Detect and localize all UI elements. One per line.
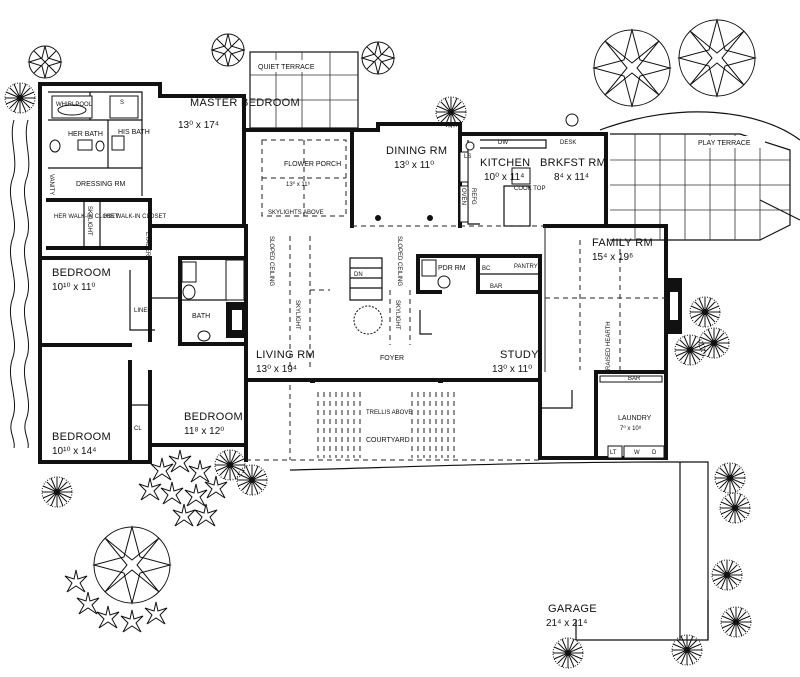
dashed-lines — [246, 139, 666, 461]
trellis-label: TRELLIS ABOVE — [366, 410, 412, 416]
d-label: D — [652, 450, 657, 456]
pdr-rm-label: PDR RM — [438, 265, 466, 272]
cook-top-label: COOK TOP — [514, 186, 545, 192]
bedroom-2-label: BEDROOM — [52, 431, 111, 443]
room-labels: QUIET TERRACE MASTER BEDROOM 13⁰ x 17⁴ W… — [48, 64, 751, 629]
his-bath-label: HIS BATH — [118, 129, 150, 136]
brkfst-rm-dim: 8⁴ x 11⁴ — [554, 172, 589, 183]
bedroom-2-dim: 10¹⁰ x 14⁴ — [52, 446, 96, 457]
landscaping — [4, 19, 800, 669]
dressing-rm-label: DRESSING RM — [76, 181, 126, 188]
skylight-right: SKYLIGHT — [394, 300, 400, 330]
bedroom-1-label: BEDROOM — [52, 267, 111, 279]
play-terrace — [610, 133, 791, 241]
kitchen-dim: 10⁰ x 11⁴ — [484, 172, 524, 183]
etagere-label: ETAGERE — [144, 232, 150, 260]
refg-label: REFG — [470, 188, 476, 205]
courtyard-label: COURTYARD — [366, 437, 410, 444]
sloped-ceiling-left: SLOPED CEILING — [268, 236, 274, 286]
dining-rm-dim: 13⁰ x 11⁰ — [394, 160, 434, 171]
quiet-terrace-label: QUIET TERRACE — [258, 64, 315, 71]
fixtures — [49, 95, 682, 459]
whirlpool-label: WHIRLPOOL — [56, 102, 93, 108]
family-rm-label: FAMILY RM — [592, 237, 653, 249]
closet-skylight-label: SKYLIGHT — [86, 206, 92, 236]
trellis — [317, 392, 455, 458]
raised-hearth-label: RAISED HEARTH — [606, 321, 612, 370]
master-bedroom-dim: 13⁰ x 17⁴ — [178, 120, 219, 131]
pantry-label: PANTRY — [514, 264, 538, 270]
family-rm-dim: 15⁴ x 19⁶ — [592, 252, 633, 263]
master-bedroom-label: MASTER BEDROOM — [190, 97, 300, 109]
lt-label: LT — [610, 450, 617, 456]
vanity-label: VANITY — [48, 174, 54, 195]
her-closet-label: HER WALK-IN CLOSET — [54, 214, 119, 220]
dining-rm-label: DINING RM — [386, 145, 447, 157]
bedroom-1-dim: 10¹⁰ x 11⁰ — [52, 282, 95, 293]
study-label: STUDY — [500, 349, 539, 361]
her-bath-label: HER BATH — [68, 131, 103, 138]
garage-dim: 21⁴ x 21⁴ — [546, 618, 587, 629]
foyer-label: FOYER — [380, 355, 404, 362]
play-terrace-label: PLAY TERRACE — [698, 140, 751, 147]
brkfst-rm-label: BRKFST RM — [540, 157, 606, 169]
bedroom-3-dim: 11⁸ x 12⁰ — [184, 426, 224, 437]
bc-label: BC — [482, 266, 491, 272]
his-closet-label: HIS WALK-IN CLOSET — [104, 214, 166, 220]
dw-label: DW — [498, 140, 508, 146]
garage-outline — [289, 461, 709, 641]
stair-dn-label: DN — [354, 272, 363, 278]
garage-label: GARAGE — [548, 603, 597, 615]
columns — [310, 215, 443, 383]
study-dim: 13⁰ x 11⁰ — [492, 364, 532, 375]
bar-label: BAR — [490, 284, 503, 290]
sloped-ceiling-right: SLOPED CEILING — [396, 236, 402, 286]
shower-label: S — [120, 100, 124, 106]
flower-porch-dim: 13⁰ x 11⁶ — [286, 181, 311, 188]
bath-label: BATH — [192, 313, 210, 320]
closet-label: CL — [134, 426, 142, 432]
kitchen-label: KITCHEN — [480, 157, 530, 169]
w-label: W — [634, 450, 640, 456]
bedroom-3-label: BEDROOM — [184, 411, 243, 423]
laundry-bar-label: BAR — [628, 376, 641, 382]
laundry-label: LAUNDRY — [618, 415, 652, 422]
interior-walls — [38, 91, 668, 464]
living-rm-label: LIVING RM — [256, 349, 315, 361]
skylights-above-label: SKYLIGHTS ABOVE — [268, 210, 324, 216]
skylight-left: SKYLIGHT — [294, 300, 300, 330]
desk-label: DESK — [560, 140, 576, 146]
living-rm-dim: 13⁰ x 19⁴ — [256, 364, 297, 375]
oven-label: OVEN — [460, 188, 466, 205]
ls-label: LS — [464, 154, 471, 160]
laundry-dim: 7⁰ x 10⁸ — [620, 425, 642, 432]
linen-label: LINEN — [134, 308, 152, 314]
flower-porch-label: FLOWER PORCH — [284, 161, 341, 168]
